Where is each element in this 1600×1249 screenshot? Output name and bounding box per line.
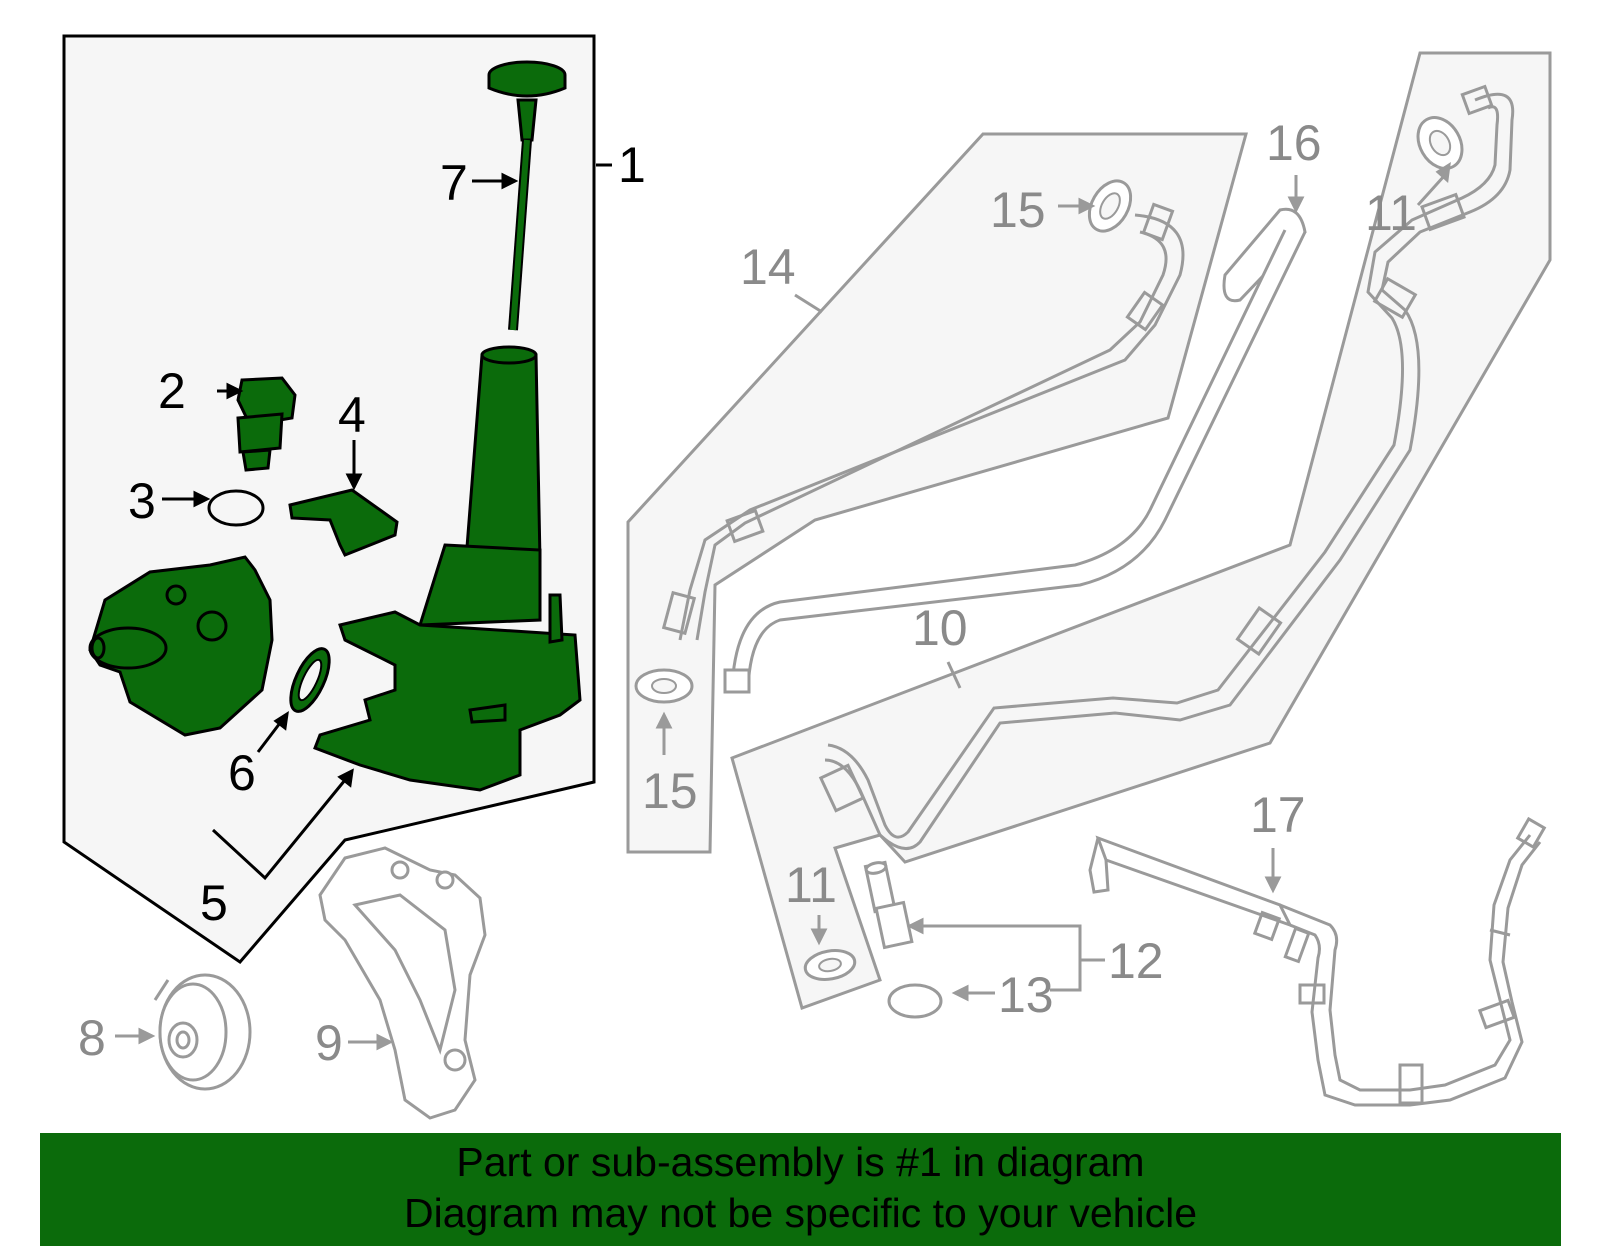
part-4-clip[interactable] [288, 488, 399, 557]
part-11-washer-lower[interactable] [803, 947, 857, 983]
group-10-panel [730, 51, 1552, 1010]
group-8-9-leader-lines [115, 1027, 394, 1051]
callout-17: 17 [1250, 787, 1306, 843]
callout-9: 9 [315, 1015, 343, 1071]
callout-16: 16 [1266, 115, 1322, 171]
callout-11-lower: 11 [785, 857, 837, 913]
callout-14: 14 [740, 239, 796, 295]
callout-11-upper: 11 [1365, 185, 1417, 241]
callout-12: 12 [1108, 933, 1164, 989]
group-14-leader-lines [655, 197, 1096, 755]
part-10-pressure-line[interactable] [818, 84, 1515, 851]
callout-labels: 1 2 3 4 5 6 7 8 9 10 11 11 12 13 14 15 1… [78, 115, 1417, 1071]
banner-line-1: Part or sub-assembly is #1 in diagram [456, 1139, 1145, 1185]
part-16-return-hose[interactable] [723, 207, 1307, 694]
group-14-panel [626, 132, 1248, 854]
part-6-seal[interactable] [283, 643, 337, 716]
callout-2: 2 [158, 363, 186, 419]
part-5-reservoir[interactable] [313, 345, 582, 792]
part-11-washer-upper[interactable] [1409, 110, 1471, 177]
callout-7: 7 [440, 155, 468, 211]
callout-3: 3 [128, 473, 156, 529]
part-15-washer-upper[interactable] [1081, 174, 1139, 239]
callout-6: 6 [228, 745, 256, 801]
callout-1: 1 [618, 137, 646, 193]
part-17-leader-line [1264, 848, 1282, 894]
callout-15-lower: 15 [642, 763, 698, 819]
callout-5: 5 [200, 875, 228, 931]
part-2-fitting[interactable] [236, 376, 297, 472]
callout-10: 10 [912, 600, 968, 656]
info-banner: Part or sub-assembly is #1 in diagram Di… [40, 1133, 1561, 1246]
part-3-o-ring[interactable] [207, 489, 265, 527]
group-1-leader-lines [162, 163, 612, 881]
part-17-cooler-line[interactable] [1088, 816, 1547, 1107]
part-12-fitting[interactable] [863, 860, 914, 950]
part-13-o-ring[interactable] [887, 983, 943, 1019]
part-8-pulley[interactable] [153, 973, 252, 1091]
pump-body[interactable] [88, 555, 274, 737]
callout-8: 8 [78, 1010, 106, 1066]
banner-line-2: Diagram may not be specific to your vehi… [403, 1190, 1197, 1236]
part-9-bracket[interactable] [318, 846, 487, 1120]
part-14-hose[interactable] [661, 202, 1185, 641]
part-15-washer-lower[interactable] [634, 668, 694, 704]
callout-13: 13 [998, 967, 1054, 1023]
part-16-leader-line [1287, 175, 1305, 214]
part-7-dipstick[interactable] [487, 60, 567, 331]
callout-15-upper: 15 [990, 182, 1046, 238]
callout-4: 4 [338, 387, 366, 443]
group-10-leader-lines [810, 162, 1451, 1002]
